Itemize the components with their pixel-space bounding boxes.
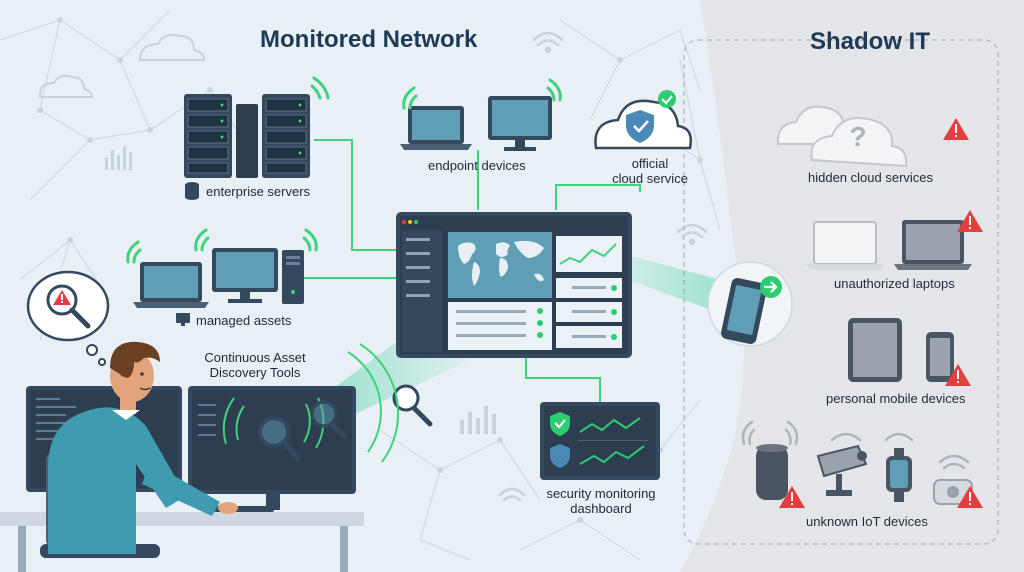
desktop-monitor-icon xyxy=(212,248,278,303)
unauthorized-laptops-label: unauthorized laptops xyxy=(834,276,955,291)
connector-lines xyxy=(300,139,641,402)
laptop-icon xyxy=(806,220,972,270)
unknown-iot-label: unknown IoT devices xyxy=(806,514,928,529)
monitored-network-title: Monitored Network xyxy=(260,26,478,53)
security-dashboard-screen xyxy=(540,402,660,480)
laptop-icon xyxy=(400,106,472,150)
official-cloud-label: official cloud service xyxy=(610,156,690,186)
tablet-icon xyxy=(848,318,902,382)
discovery-tools-label-line2: Discovery Tools xyxy=(209,365,301,380)
managed-assets-label: managed assets xyxy=(196,313,292,328)
official-cloud-label-line1: official xyxy=(631,156,669,171)
background-cloud-icon xyxy=(39,34,206,98)
security-dashboard-label-line1: security monitoring xyxy=(546,486,656,501)
official-cloud-label-line2: cloud service xyxy=(612,171,688,186)
warning-icon xyxy=(779,486,805,508)
warning-icon xyxy=(957,210,983,232)
smartwatch-icon xyxy=(886,448,912,502)
smart-speaker-icon xyxy=(756,444,788,500)
question-mark-icon: ? xyxy=(849,121,866,152)
cloud-shield-icon xyxy=(594,99,692,150)
shadow-it-title: Shadow IT xyxy=(810,28,930,55)
security-camera-icon xyxy=(816,444,868,496)
discovery-tools-label-line1: Continuous Asset xyxy=(204,350,306,365)
discovery-tools-label: Continuous Asset Discovery Tools xyxy=(200,350,310,380)
iot-sensor-icon xyxy=(933,479,973,505)
discovery-beam-to-phone xyxy=(600,248,740,320)
background-bar-chart-icon xyxy=(105,146,496,434)
security-dashboard-label-line2: dashboard xyxy=(570,501,632,516)
wifi-icon xyxy=(126,228,318,264)
warning-icon xyxy=(945,364,971,386)
database-icon xyxy=(185,182,199,200)
wifi-icon xyxy=(310,76,330,100)
smartphone-icon xyxy=(707,261,793,347)
desktop-monitor-icon xyxy=(488,96,552,151)
warning-icon xyxy=(957,486,983,508)
warning-icon xyxy=(943,118,969,140)
arrow-right-icon xyxy=(760,276,782,298)
endpoint-devices-label: endpoint devices xyxy=(428,158,526,173)
hidden-cloud-label: hidden cloud services xyxy=(808,170,934,185)
wifi-icon xyxy=(741,420,970,470)
server-tower-icon xyxy=(282,250,304,304)
enterprise-servers-label: enterprise servers xyxy=(206,184,311,199)
laptop-icon xyxy=(133,262,209,308)
wifi-icon xyxy=(402,78,562,110)
magnifier-icon xyxy=(258,384,433,461)
security-dashboard-label: security monitoring dashboard xyxy=(536,486,666,516)
monitor-small-icon xyxy=(176,313,190,326)
shadow-it-zone xyxy=(680,0,1024,572)
smartphone-icon xyxy=(926,332,954,382)
personal-mobile-label: personal mobile devices xyxy=(826,391,966,406)
checkmark-icon xyxy=(658,90,676,108)
cloud-icon xyxy=(776,105,908,168)
discovery-waves xyxy=(347,343,400,463)
server-rack-icon xyxy=(184,94,310,178)
central-dashboard xyxy=(396,212,632,358)
world-map-icon xyxy=(458,240,544,286)
thought-bubble-icon xyxy=(26,270,110,366)
